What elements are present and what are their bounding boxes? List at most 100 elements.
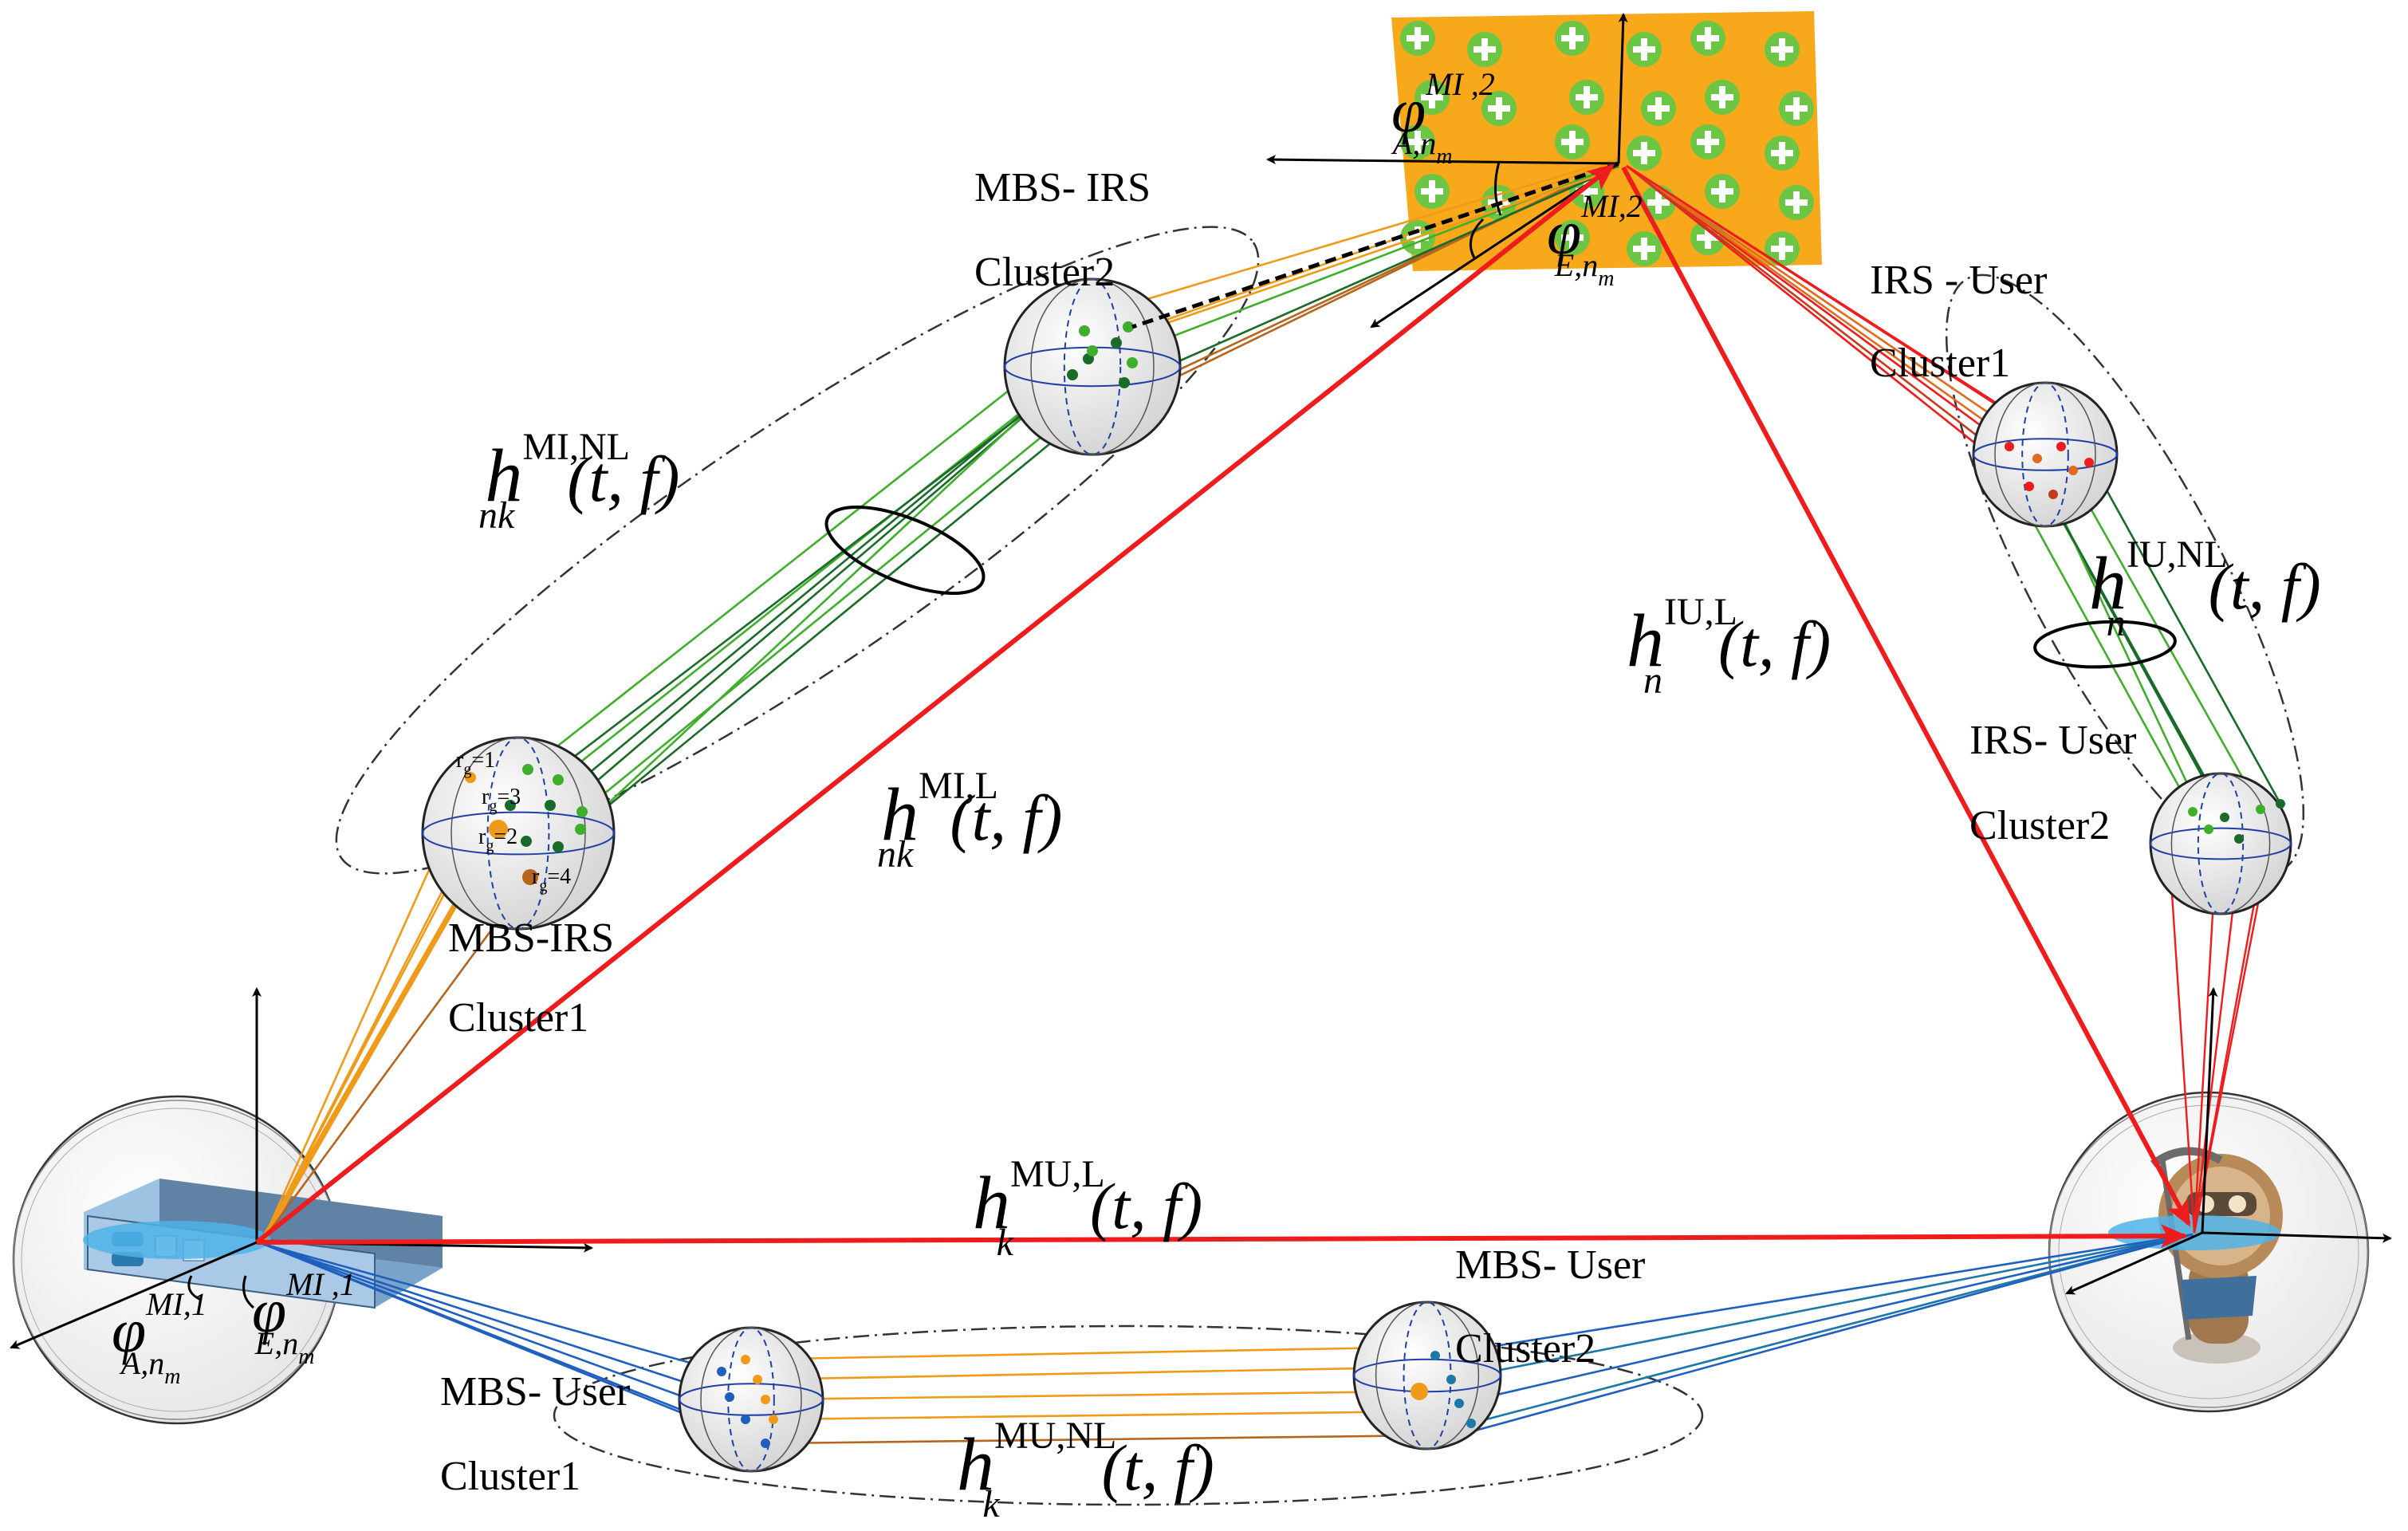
scatterer-point xyxy=(2234,834,2244,844)
scatterer-point xyxy=(1087,345,1098,356)
irs-element-icon xyxy=(1569,80,1604,115)
mbs-irs-cluster2-sphere xyxy=(1003,277,1182,456)
label-mbs-irs-cluster1-line1: MBS-IRS xyxy=(448,915,614,961)
mbs-user-nlos-ray xyxy=(773,1410,1428,1421)
irs-element-icon xyxy=(1705,174,1740,209)
irs-user-cluster1-ray xyxy=(1626,164,2038,460)
label-irs-user-cluster1-line1: IRS - User xyxy=(1870,258,2047,303)
scatterer-point xyxy=(2276,799,2285,809)
scatterer-point xyxy=(753,1375,762,1384)
channel-group-markers xyxy=(824,505,2177,669)
irs-element-icon xyxy=(1765,32,1800,67)
scatterer-point xyxy=(769,1415,778,1424)
mi-nl-group-ellipse xyxy=(824,505,986,596)
irs-element-icon xyxy=(1705,80,1740,115)
label-mbs-user-cluster2-line2: Cluster2 xyxy=(1455,1326,1595,1372)
scatterer-point xyxy=(717,1367,726,1376)
scatterer-point xyxy=(725,1392,734,1402)
irs-element-icon xyxy=(1467,32,1502,67)
angle-arcs xyxy=(187,161,1502,1309)
scatterer-point xyxy=(2005,442,2014,451)
mbs-irs-nlos-ray xyxy=(580,350,1093,830)
scatterer-point xyxy=(1067,369,1078,380)
mbs-irs-cluster1-sphere xyxy=(421,736,616,931)
scatterer-point xyxy=(1111,337,1122,348)
irs-element-icon xyxy=(1779,91,1814,126)
irs-element-icon xyxy=(1400,21,1435,56)
cluster2-user-ray xyxy=(2167,844,2196,1234)
mbs-irs-cluster-region xyxy=(335,226,1260,875)
scatterer-point xyxy=(1079,325,1090,337)
cluster2-irs-ray xyxy=(1147,165,1619,376)
mbs-user-nlos-ray xyxy=(765,1390,1416,1401)
irs-elevation-arc xyxy=(1469,218,1485,260)
mbs-irs-nlos-ray xyxy=(525,374,1073,842)
mbs-elevation-arc xyxy=(242,1275,255,1309)
irs-element-icon xyxy=(1400,124,1435,159)
mbs-irs-nlos-ray xyxy=(510,341,1117,807)
scatterer-point xyxy=(1123,321,1134,333)
irs-element-icon xyxy=(1765,231,1800,266)
scatterer-point xyxy=(505,800,516,811)
iu-nl-group-ellipse xyxy=(2033,620,2177,669)
scatterer-point xyxy=(1454,1399,1464,1408)
mbs-user-los-arrow xyxy=(256,1224,2188,1249)
label-irs-user-cluster2-line1: IRS- User xyxy=(1969,718,2136,763)
cluster2-user-ray xyxy=(1442,1233,2194,1441)
scatterer-point xyxy=(2032,454,2042,463)
scatterer-point xyxy=(521,836,532,847)
user-axis-x xyxy=(2201,1231,2392,1243)
irs-user-cluster1-ray xyxy=(1626,164,2030,488)
mbs-irs-los-arrow xyxy=(255,163,1615,1245)
scatterer-point xyxy=(1430,1351,1440,1360)
label-irs-user-cluster2-line2: Cluster2 xyxy=(1969,803,2110,848)
cluster2-user-ray xyxy=(1450,1233,2194,1381)
mbs-user-cluster1-sphere xyxy=(678,1326,824,1473)
cluster2-user-ray xyxy=(1458,1233,2194,1405)
cluster2-irs-ray xyxy=(1131,167,1619,337)
mbs-cluster1-ray xyxy=(262,876,532,1241)
irs-element-icon xyxy=(1641,91,1676,126)
scatterer-spheres xyxy=(421,277,2292,1473)
irs-user-cluster2-sphere xyxy=(2149,772,2292,915)
mbs-user-cluster1-ray xyxy=(262,1242,722,1373)
scatterer-point xyxy=(1446,1375,1456,1384)
label-mbs-user-cluster1-line2: Cluster1 xyxy=(440,1454,580,1499)
cluster2-user-ray xyxy=(1470,1233,2194,1425)
mbs-user-nlos-ray xyxy=(745,1346,1392,1361)
scatterer-point xyxy=(2048,490,2058,499)
irs-element-icon xyxy=(1627,32,1662,67)
user-axis-z xyxy=(2201,987,2218,1234)
svg-text:rg=1: rg=1 xyxy=(456,748,495,778)
label-mbs-user-cluster2-line1: MBS- User xyxy=(1455,1242,1645,1288)
irs-user-nlos-ray xyxy=(2087,458,2282,805)
mbs-irs-nlos-ray xyxy=(527,329,1085,771)
mbs-irs-nlos-ray xyxy=(557,381,1125,848)
irs-user-los-arrow xyxy=(1621,166,2191,1227)
mbs-user-nlos-ray xyxy=(757,1366,1404,1381)
mbs-user-cluster1-ray xyxy=(262,1242,730,1399)
los-paths xyxy=(255,163,2191,1249)
scatterer-point xyxy=(2220,813,2229,822)
scatterer-point xyxy=(1466,1419,1476,1428)
scatterer-point xyxy=(741,1355,750,1364)
label-irs-user-cluster1-line2: Cluster1 xyxy=(1870,340,2010,386)
irs-user-nlos-ray xyxy=(2068,470,2262,810)
scatterer-point xyxy=(522,764,533,775)
label-mbs-irs-cluster2-line1: MBS- IRS xyxy=(974,165,1151,211)
mbs-user-cluster-region xyxy=(553,1324,1704,1506)
scatterer-index-labels: rg=1 rg=3 rg=2 rg=4 xyxy=(456,748,571,895)
svg-text:rg=4: rg=4 xyxy=(532,864,571,895)
scatterer-point xyxy=(489,820,508,839)
irs-element-icon xyxy=(1690,124,1725,159)
scatterer-point xyxy=(465,772,476,783)
